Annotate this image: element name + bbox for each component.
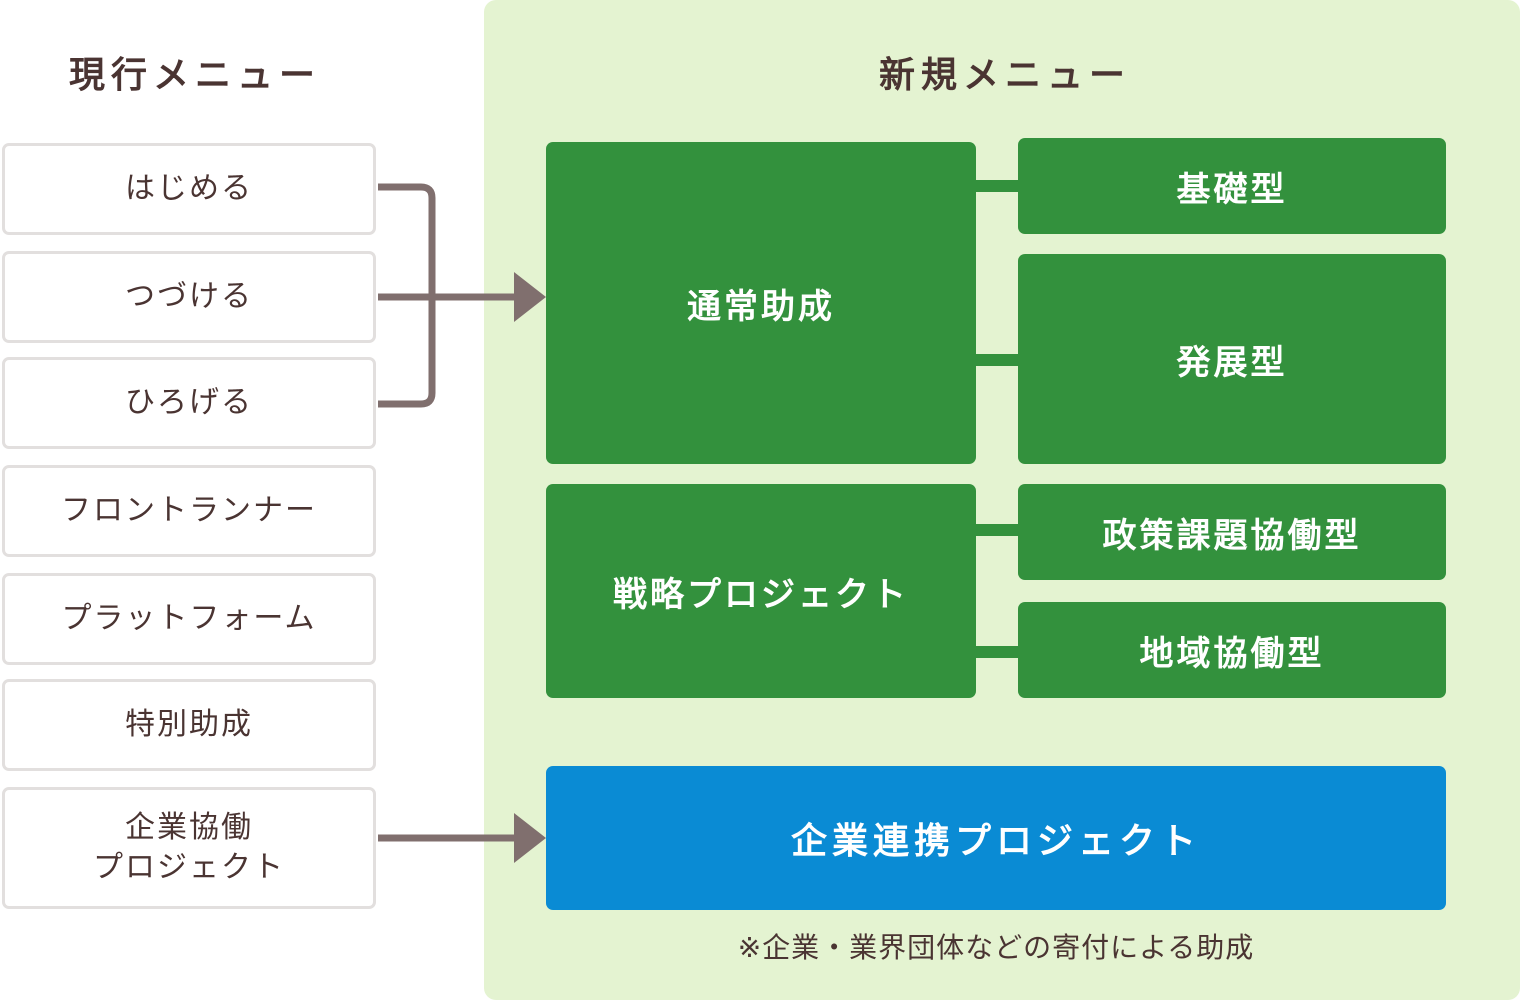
type-label: 発展型 bbox=[1176, 342, 1288, 383]
current-item-corporate-collab: 企業協働 プロジェクト bbox=[2, 787, 376, 909]
category-label: 戦略プロジェクト bbox=[613, 574, 909, 615]
type-policy-collab: 政策課題協働型 bbox=[1018, 484, 1446, 580]
current-item-platform: プラットフォーム bbox=[2, 573, 376, 665]
category-regular-grant: 通常助成 bbox=[546, 142, 976, 464]
item-label: 企業協働 プロジェクト bbox=[93, 809, 285, 886]
type-basic: 基礎型 bbox=[1018, 138, 1446, 234]
corporate-note: ※企業・業界団体などの寄付による助成 bbox=[737, 931, 1255, 964]
current-item-hirogeru: ひろげる bbox=[2, 357, 376, 449]
type-development: 発展型 bbox=[1018, 254, 1446, 464]
type-label: 政策課題協働型 bbox=[1102, 515, 1362, 556]
item-label: ひろげる bbox=[125, 384, 253, 420]
type-label: 基礎型 bbox=[1176, 169, 1288, 210]
arrow-head-icon bbox=[514, 813, 546, 863]
item-label: フロントランナー bbox=[61, 492, 317, 528]
corporate-partnership-project: 企業連携プロジェクト bbox=[546, 766, 1446, 910]
type-regional-collab: 地域協働型 bbox=[1018, 602, 1446, 698]
arrow-head-icon bbox=[514, 272, 546, 322]
corporate-label: 企業連携プロジェクト bbox=[790, 821, 1201, 862]
item-label: 特別助成 bbox=[125, 706, 253, 742]
current-item-tsuzukeru: つづける bbox=[2, 251, 376, 343]
item-label: プラットフォーム bbox=[61, 600, 317, 636]
item-label: つづける bbox=[125, 278, 253, 314]
category-label: 通常助成 bbox=[687, 286, 835, 327]
current-item-front-runner: フロントランナー bbox=[2, 465, 376, 557]
current-item-special-grant: 特別助成 bbox=[2, 679, 376, 771]
item-label: はじめる bbox=[125, 170, 253, 206]
current-item-hajimeru: はじめる bbox=[2, 143, 376, 235]
category-strategic-project: 戦略プロジェクト bbox=[546, 484, 976, 698]
current-menu-title: 現行メニュー bbox=[68, 55, 321, 96]
new-menu-title: 新規メニュー bbox=[878, 55, 1131, 96]
type-label: 地域協働型 bbox=[1139, 633, 1325, 674]
